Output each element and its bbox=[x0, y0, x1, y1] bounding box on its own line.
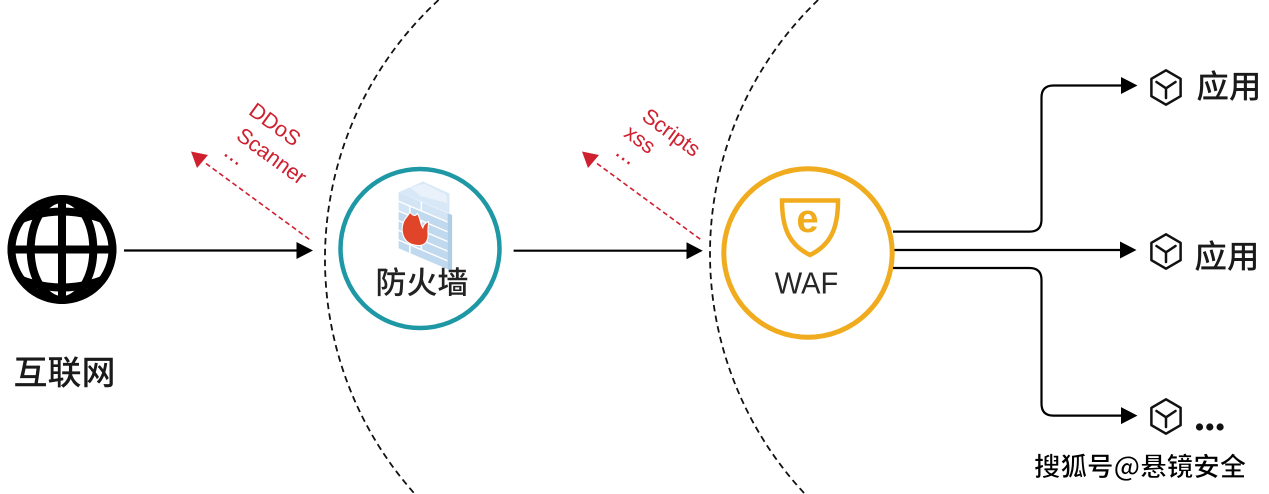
svg-text:WAF: WAF bbox=[775, 266, 839, 301]
svg-text:e: e bbox=[796, 197, 818, 241]
